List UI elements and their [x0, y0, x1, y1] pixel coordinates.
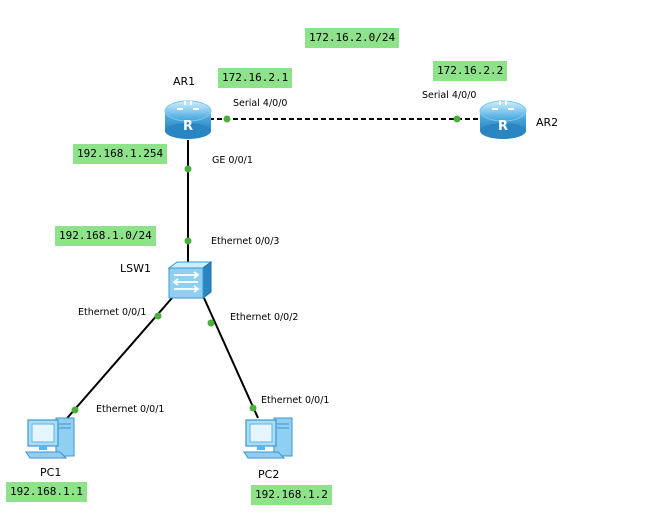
port-label-lsw1-e1: Ethernet 0/0/1 — [78, 307, 147, 318]
device-label-ar2: AR2 — [536, 116, 559, 129]
pc-icon — [243, 417, 293, 459]
router-ar2[interactable]: R — [478, 97, 528, 141]
port-dot-ar1-serial — [223, 115, 231, 123]
port-dot-ar2-serial — [453, 115, 461, 123]
port-label-pc2-e1: Ethernet 0/0/1 — [261, 395, 330, 406]
port-label-pc1-e1: Ethernet 0/0/1 — [96, 404, 165, 415]
svg-text:R: R — [183, 119, 193, 134]
pc-pc2[interactable] — [242, 414, 298, 462]
ip-label-pc1: 192.168.1.1 — [6, 482, 87, 502]
ip-label-ar1: 172.16.2.1 — [218, 68, 293, 88]
device-label-ar1: AR1 — [173, 75, 196, 88]
ip-label-pc2: 192.168.1.2 — [251, 485, 332, 505]
router-icon: R — [164, 100, 212, 139]
port-dot-pc2-e1 — [249, 404, 257, 412]
device-label-pc2: PC2 — [258, 468, 280, 481]
port-dot-lsw1-e3 — [184, 237, 192, 245]
port-label-lsw1-e2: Ethernet 0/0/2 — [230, 312, 299, 323]
device-label-lsw1: LSW1 — [120, 262, 151, 275]
device-label-pc1: PC1 — [40, 466, 62, 479]
switch-icon — [167, 261, 213, 299]
link-lsw1-pc1[interactable] — [61, 297, 173, 425]
port-dot-ar1-ge — [184, 165, 192, 173]
port-dot-lsw1-e2 — [207, 319, 215, 327]
router-icon: R — [479, 100, 527, 139]
port-dot-lsw1-e1 — [154, 312, 162, 320]
switch-lsw1[interactable] — [165, 258, 215, 302]
port-label-lsw1-e3: Ethernet 0/0/3 — [211, 236, 280, 247]
ip-label-ar2: 172.16.2.2 — [433, 61, 508, 81]
port-label-ar1-ge: GE 0/0/1 — [212, 155, 253, 166]
pc-icon — [25, 417, 75, 459]
network-label-wan: 172.16.2.0/24 — [305, 28, 400, 48]
ip-label-ar1-lan: 192.168.1.254 — [73, 144, 168, 164]
port-label-ar2-serial: Serial 4/0/0 — [422, 90, 477, 101]
pc-pc1[interactable] — [24, 414, 80, 462]
port-label-ar1-serial: Serial 4/0/0 — [233, 98, 288, 109]
port-dot-pc1-e1 — [71, 406, 79, 414]
link-lsw1-pc2[interactable] — [203, 297, 259, 419]
svg-text:R: R — [498, 119, 508, 134]
router-ar1[interactable]: R — [163, 97, 213, 141]
network-label-lan: 192.168.1.0/24 — [55, 226, 156, 246]
